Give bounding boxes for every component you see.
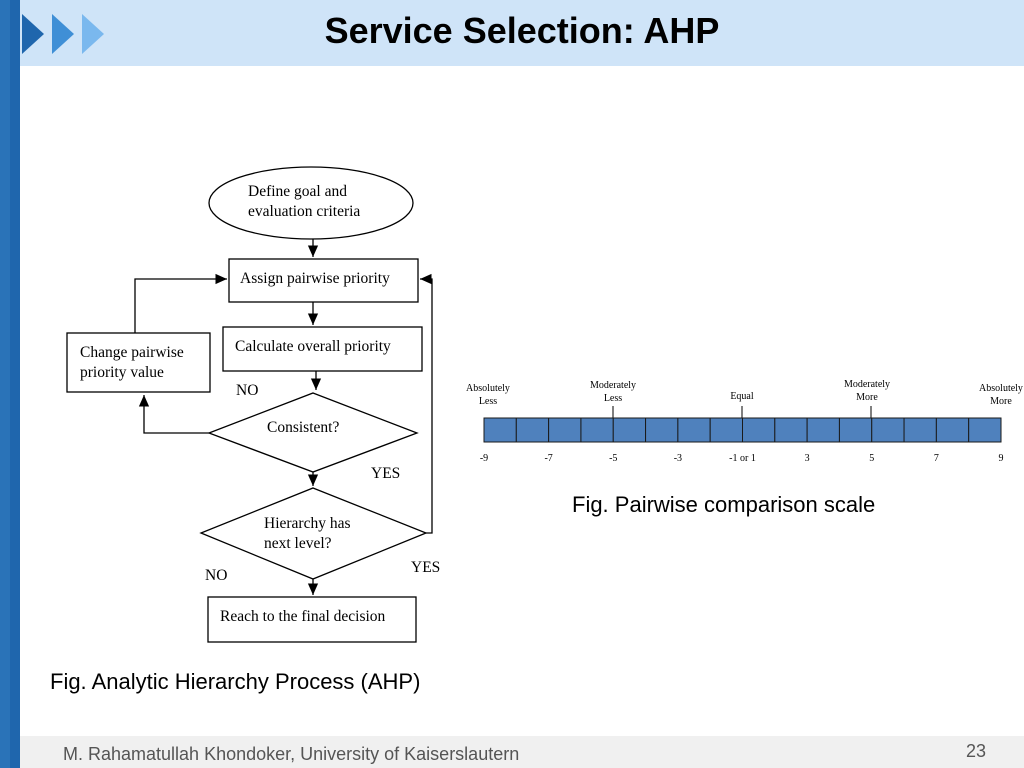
scale-segment <box>677 417 711 443</box>
start-text-line1: Define goal and <box>248 183 347 200</box>
label-mod-less-2: Less <box>604 393 622 404</box>
scale-tick-label: -3 <box>674 453 682 464</box>
scale-segment <box>548 417 582 443</box>
scale-segment <box>968 417 1002 443</box>
assign-box <box>228 258 419 303</box>
scale-tick-label: -7 <box>544 453 552 464</box>
chevron-arrows-icon <box>22 14 104 54</box>
change-text-line1: Change pairwise <box>80 344 184 361</box>
scale-segment <box>742 417 776 443</box>
footer-band <box>20 736 1024 768</box>
hierarchy-text-line1: Hierarchy has <box>264 515 351 532</box>
scale-tick-label: -9 <box>480 453 488 464</box>
scale-caption: Fig. Pairwise comparison scale <box>572 492 876 517</box>
final-text: Reach to the final decision <box>220 608 386 625</box>
pairwise-scale: Absolutely Less Moderately Less Equal Mo… <box>466 379 1023 464</box>
change-text-line2: priority value <box>80 364 164 381</box>
ahp-flowchart: Define goal and evaluation criteria Assi… <box>66 166 440 643</box>
scale-segment <box>774 417 808 443</box>
scale-segment <box>515 417 550 443</box>
scale-segment <box>612 417 647 443</box>
scale-tick-label: -1 or 1 <box>729 453 756 464</box>
scale-segment <box>709 417 743 443</box>
scale-segment <box>806 417 840 443</box>
scale-bar <box>483 417 1002 443</box>
scale-segment <box>483 417 517 443</box>
scale-segment <box>935 417 970 443</box>
no-label-2: NO <box>205 567 227 584</box>
yes-label-1: YES <box>371 465 400 482</box>
title-band <box>20 0 1024 66</box>
start-text-line2: evaluation criteria <box>248 203 360 220</box>
final-decision-box <box>207 596 417 643</box>
scale-tick-label: 5 <box>869 453 874 464</box>
scale-segment <box>903 417 937 443</box>
left-accent-bar-inner <box>10 0 20 768</box>
scale-segment <box>580 417 614 443</box>
label-abs-more-2: More <box>990 396 1012 407</box>
label-abs-less-1: Absolutely <box>466 383 510 394</box>
assign-text: Assign pairwise priority <box>240 270 390 287</box>
hierarchy-diamond <box>199 487 428 580</box>
yes-label-2: YES <box>411 559 440 576</box>
label-abs-less-2: Less <box>479 396 497 407</box>
scale-tick-labels: -9 -7 -5 -3 -1 or 1 3 5 7 9 <box>480 453 1004 464</box>
scale-segment <box>645 417 679 443</box>
label-mod-more-1: Moderately <box>844 379 890 390</box>
calculate-text: Calculate overall priority <box>235 338 391 355</box>
scale-segment <box>838 417 873 443</box>
flowchart-caption: Fig. Analytic Hierarchy Process (AHP) <box>50 669 421 694</box>
scale-tick-label: 3 <box>805 453 810 464</box>
slide-title: Service Selection: AHP <box>324 10 720 51</box>
scale-tick-label: -5 <box>609 453 617 464</box>
start-ellipse <box>208 166 414 240</box>
change-priority-box <box>66 332 211 393</box>
hierarchy-text-line2: next level? <box>264 535 332 552</box>
scale-tick-label: 7 <box>934 453 939 464</box>
footer-author: M. Rahamatullah Khondoker, University of… <box>63 744 520 764</box>
scale-tick-label: 9 <box>999 453 1004 464</box>
label-mod-more-2: More <box>856 392 878 403</box>
calculate-box <box>222 326 423 372</box>
page-number: 23 <box>965 741 986 761</box>
label-abs-more-1: Absolutely <box>979 383 1023 394</box>
no-label-1: NO <box>236 382 258 399</box>
consistent-text: Consistent? <box>267 419 339 436</box>
label-equal: Equal <box>730 391 754 402</box>
scale-segment <box>871 417 905 443</box>
label-mod-less-1: Moderately <box>590 380 636 391</box>
